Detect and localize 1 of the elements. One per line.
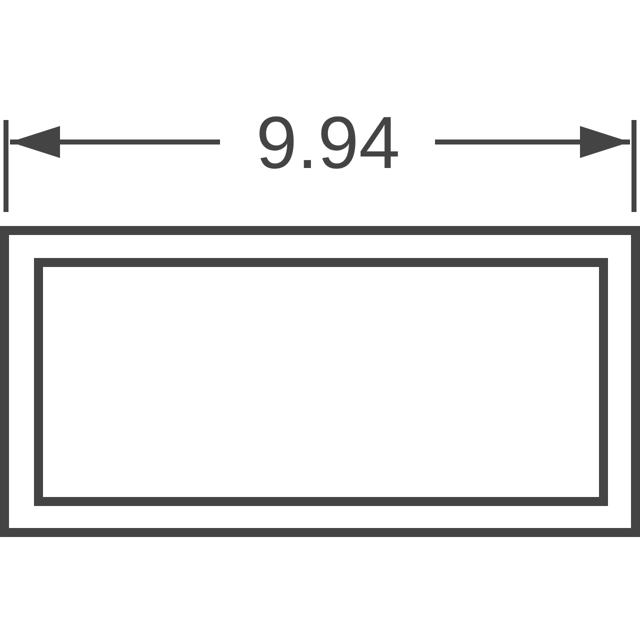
dimension-value: 9.94 <box>256 106 400 180</box>
